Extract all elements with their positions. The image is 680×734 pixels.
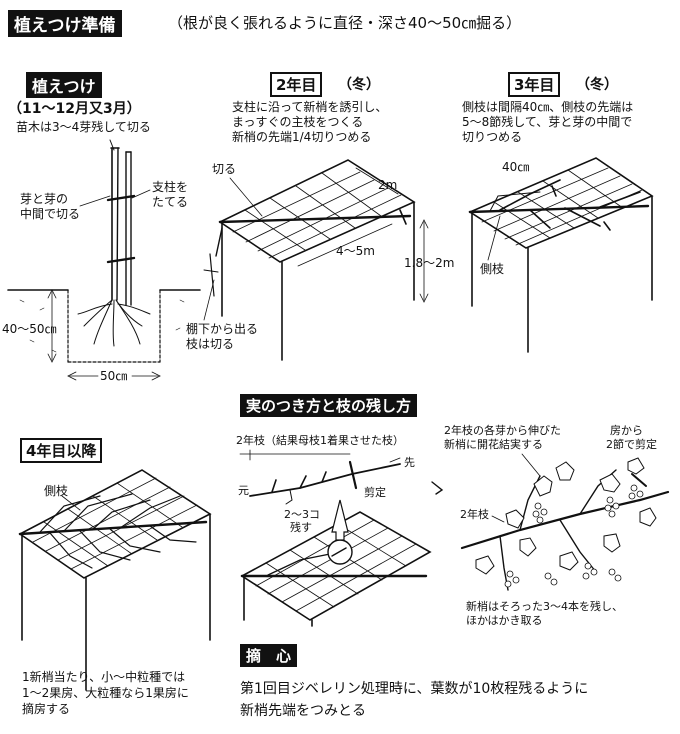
year3-header: 3年目 — [508, 72, 561, 97]
year3-desc-1: 側枝は間隔40㎝、側枝の先端は — [462, 100, 634, 114]
year2-cut-label: 切る — [212, 162, 237, 176]
year2-desc-1: 支柱に沿って新梢を誘引し、 — [232, 100, 388, 114]
thin-label-2: ほかはかき取る — [466, 614, 543, 627]
pit-width: 50㎝ — [100, 369, 128, 383]
year4-trellis-drawing — [18, 469, 212, 691]
bearing-label-1: 2年枝の各芽から伸びた — [444, 424, 561, 437]
fruiting-trellis-drawing — [239, 449, 432, 627]
pinching-desc-2: 新梢先端をつみとる — [240, 703, 366, 719]
mother-branch-label: 2年枝（結果母枝1着果させた枝） — [236, 434, 404, 447]
stake-label-1: 支柱を — [152, 180, 189, 194]
year3-lateral-label: 側枝 — [480, 262, 505, 276]
tip-label: 先 — [404, 456, 415, 469]
below-trellis-1: 棚下から出る — [186, 322, 259, 336]
two-year-label: 2年枝 — [460, 508, 489, 521]
year2-desc-2: まっすぐの主枝をつくる — [232, 115, 364, 129]
planting-pit-drawing — [7, 139, 201, 381]
base-label: 元 — [238, 484, 249, 497]
year2-dim-height: 1.8〜2m — [404, 256, 455, 270]
year4-desc-3: 摘房する — [22, 702, 71, 716]
stake-label-2: たてる — [152, 195, 189, 209]
bearing-label-2: 新梢に開花結実する — [444, 438, 543, 451]
year4-header: 4年目以降 — [20, 438, 103, 463]
bud-cut-label-2: 中間で切る — [20, 207, 81, 221]
year4-desc-2: 1〜2果房、大粒種なら1果房に — [22, 686, 189, 700]
thin-label-1: 新梢はそろった3〜4本を残し、 — [466, 600, 623, 613]
pit-depth: 40〜50㎝ — [2, 322, 57, 336]
year3-desc-2: 5〜8節残して、芽と芽の中間で — [462, 115, 633, 129]
year2-dim-depth: 2m — [378, 178, 398, 192]
year3-season: （冬） — [576, 77, 618, 93]
year2-desc-3: 新梢の先端1/4切りつめる — [232, 130, 372, 144]
year3-desc-3: 切りつめる — [462, 130, 523, 144]
prune-label: 剪定 — [364, 486, 386, 499]
bud-cut-label-1: 芽と芽の — [20, 192, 69, 206]
title-header: 植えつけ準備 — [8, 10, 122, 37]
pinching-desc-1: 第1回目ジベレリン処理時に、葉数が10枚程残るように — [240, 681, 589, 697]
cluster-cut-label-2: 2節で剪定 — [606, 438, 657, 451]
year3-trellis-drawing — [468, 157, 654, 353]
year2-season: （冬） — [338, 77, 380, 93]
keep-label-1: 2〜3コ — [284, 508, 320, 521]
year2-header: 2年目 — [270, 72, 323, 97]
year4-lateral-label: 側枝 — [44, 484, 69, 498]
planting-header: 植えつけ — [26, 72, 102, 98]
keep-label-2: 残す — [290, 521, 312, 534]
year3-spacing: 40㎝ — [502, 160, 530, 174]
cluster-cut-label-1: 房から — [610, 424, 643, 437]
year2-dim-length: 4〜5m — [336, 244, 375, 258]
pinching-header: 摘 心 — [240, 644, 298, 667]
year2-trellis-drawing — [203, 159, 429, 361]
planting-period: （11〜12月又3月） — [8, 101, 141, 117]
planting-desc: 苗木は3〜4芽残して切る — [16, 120, 151, 134]
vine-fruit-drawing — [431, 453, 670, 591]
fruiting-header: 実のつき方と枝の残し方 — [240, 394, 418, 417]
title-note: （根が良く張れるように直径・深さ40〜50㎝掘る） — [168, 14, 522, 32]
year4-desc-1: 1新梢当たり、小〜中粒種では — [22, 670, 186, 684]
below-trellis-2: 枝は切る — [186, 337, 235, 351]
